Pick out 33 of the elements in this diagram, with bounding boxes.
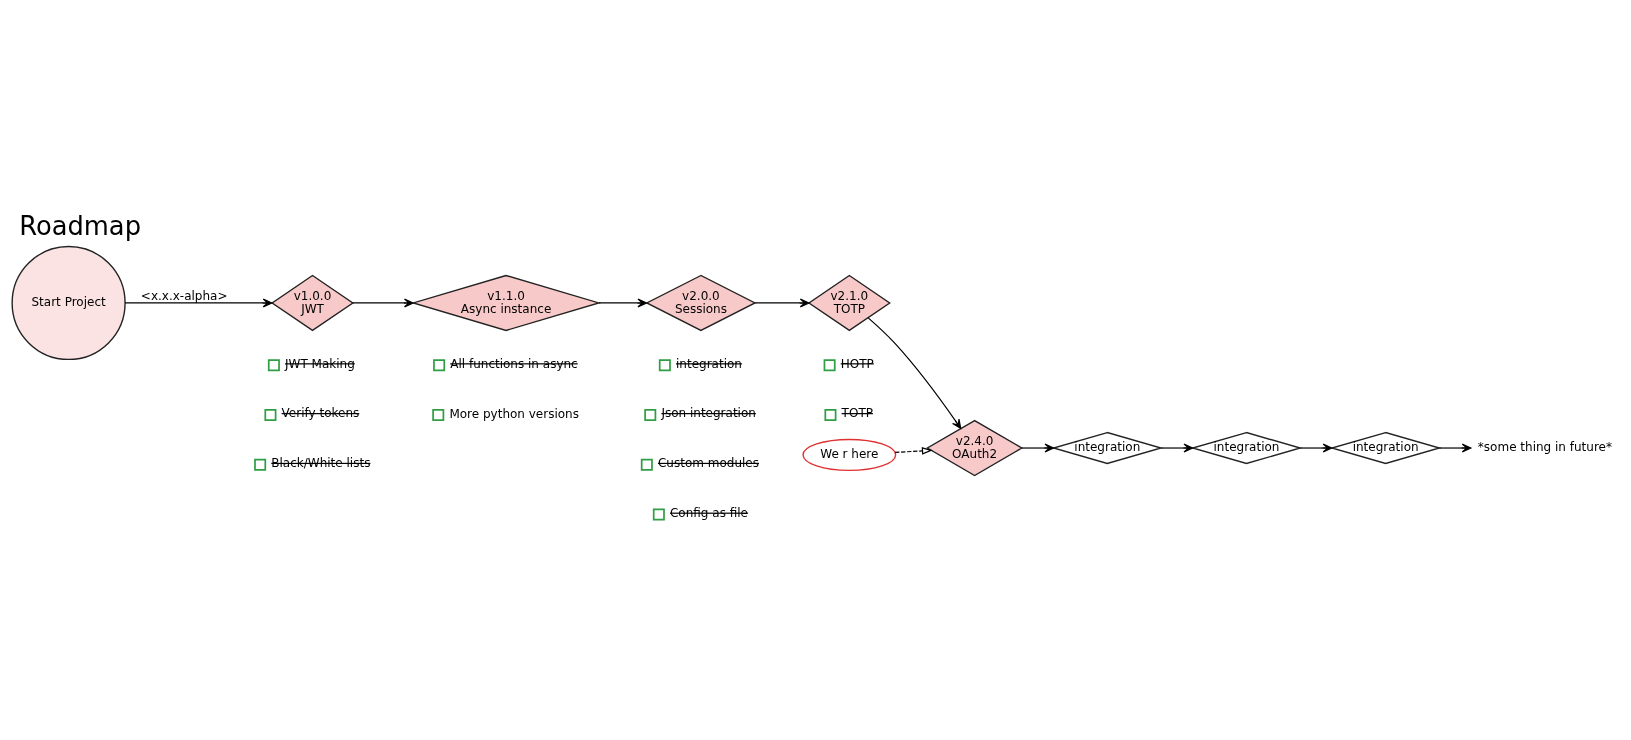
label: Verify tokens xyxy=(281,405,360,420)
arrow xyxy=(867,316,962,429)
arrow xyxy=(352,298,414,307)
arrow xyxy=(124,298,273,307)
node-diamond: v1.1.0 Async instance xyxy=(410,274,602,331)
arrow xyxy=(1160,443,1194,452)
label: Custom modules xyxy=(657,455,759,470)
arrow xyxy=(894,446,933,455)
diagram-title: Roadmap xyxy=(19,210,141,241)
label: HOTP xyxy=(840,356,874,371)
node-diamond: integration xyxy=(1190,431,1303,464)
node-ellipse: We r here xyxy=(802,438,897,471)
node-diamond: v2.0.0 Sessions xyxy=(645,274,757,331)
label: Json integration xyxy=(661,405,756,420)
node-text: *some thing in future* xyxy=(1477,439,1612,454)
arrow xyxy=(1438,443,1472,452)
node-circle: Start Project xyxy=(11,245,126,360)
node-diamond: integration xyxy=(1329,431,1442,464)
edge-label: <x.x.x-alpha> xyxy=(140,288,228,303)
label: integration xyxy=(676,356,742,371)
node-diamond: v1.0.0 JWT xyxy=(270,274,355,331)
node-diamond: v2.1.0 TOTP xyxy=(807,274,891,331)
label: TOTP xyxy=(841,405,873,420)
label: Black/White lists xyxy=(271,455,371,470)
label: Config as file xyxy=(670,505,749,520)
arrow xyxy=(1299,443,1333,452)
node-diamond: integration xyxy=(1051,431,1164,464)
label: More python versions xyxy=(449,406,579,421)
arrow xyxy=(754,298,810,307)
label: All functions in async xyxy=(450,356,578,371)
arrow xyxy=(598,298,648,307)
arrow xyxy=(1021,443,1055,452)
label: JWT Making xyxy=(285,356,355,371)
